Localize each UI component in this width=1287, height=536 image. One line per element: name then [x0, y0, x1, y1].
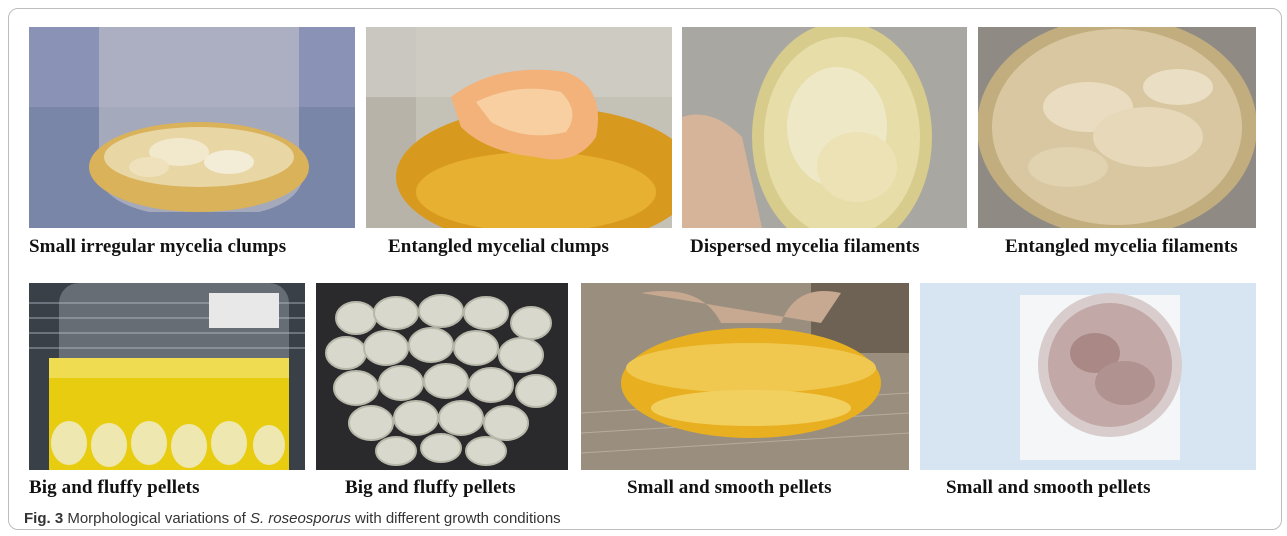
label-small-smooth-pellets-1: Small and smooth pellets	[627, 477, 832, 498]
label-big-fluffy-pellets-2: Big and fluffy pellets	[345, 477, 516, 498]
photo-entangled-mycelia-filaments	[978, 27, 1256, 228]
figure-caption: Fig. 3 Morphological variations of S. ro…	[24, 510, 561, 527]
caption-species: S. roseosporus	[249, 510, 351, 527]
photo-small-smooth-pellets-dish	[920, 283, 1256, 470]
photo-big-fluffy-pellets-flask	[29, 283, 305, 470]
label-dispersed-mycelia-filaments: Dispersed mycelia filaments	[690, 236, 920, 257]
photo-dispersed-mycelia-filaments	[682, 27, 967, 228]
photo-small-irregular-clumps	[29, 27, 355, 228]
label-small-smooth-pellets-2: Small and smooth pellets	[946, 477, 1151, 498]
label-big-fluffy-pellets-1: Big and fluffy pellets	[29, 477, 200, 498]
caption-text-post: with different growth conditions	[350, 510, 561, 527]
figure-number: Fig. 3	[24, 510, 64, 527]
label-small-irregular-clumps: Small irregular mycelia clumps	[29, 236, 287, 257]
photo-big-fluffy-pellets-pile	[316, 283, 568, 470]
photo-small-smooth-pellets-flask	[581, 283, 909, 470]
label-entangled-mycelial-clumps: Entangled mycelial clumps	[388, 236, 610, 257]
label-entangled-mycelia-filaments: Entangled mycelia filaments	[1005, 236, 1238, 257]
caption-text-pre: Morphological variations of	[67, 510, 250, 527]
photo-entangled-mycelial-clumps	[366, 27, 672, 228]
